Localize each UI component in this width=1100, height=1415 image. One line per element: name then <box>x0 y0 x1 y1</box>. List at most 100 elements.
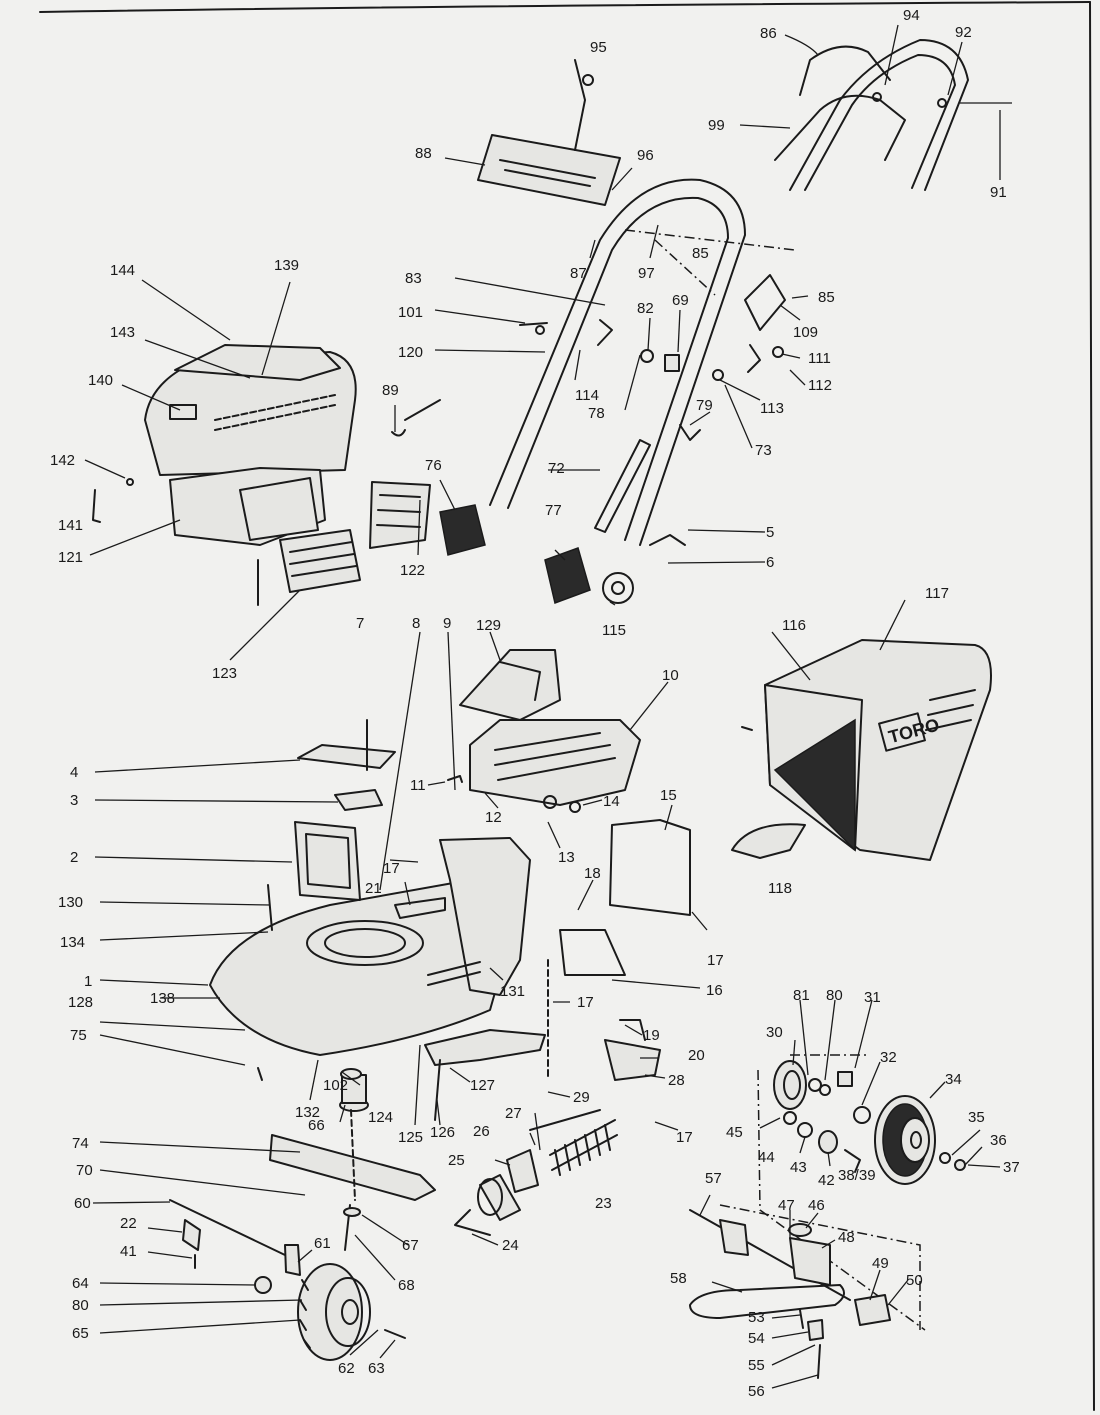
front-wheel-assembly <box>169 1199 406 1361</box>
part-label: 95 <box>590 39 607 56</box>
part-label: 80 <box>826 987 843 1004</box>
part-label: 130 <box>58 894 83 911</box>
part-label: 67 <box>402 1237 419 1254</box>
part-label: 61 <box>314 1235 331 1252</box>
part-label: 55 <box>748 1357 765 1374</box>
part-label: 83 <box>405 270 422 287</box>
part-label: 91 <box>990 184 1007 201</box>
part-label: 42 <box>818 1172 835 1189</box>
part-label: 89 <box>382 382 399 399</box>
part-label: 124 <box>368 1109 393 1126</box>
part-label: 31 <box>864 989 881 1006</box>
part-label: 78 <box>588 405 605 422</box>
part-label: 73 <box>755 442 772 459</box>
part-label: 60 <box>74 1195 91 1212</box>
part-label: 14 <box>603 793 620 810</box>
part-label: 26 <box>473 1123 490 1140</box>
part-label: 65 <box>72 1325 89 1342</box>
part-label: 134 <box>60 934 85 951</box>
part-label: 120 <box>398 344 423 361</box>
grass-catcher: TORO <box>731 639 992 861</box>
part-label: 127 <box>470 1077 495 1094</box>
part-label: 23 <box>595 1195 612 1212</box>
part-labels: 95 86 94 92 99 91 88 96 85 87 97 85 109 … <box>50 7 1020 1400</box>
part-label: 17 <box>676 1129 693 1146</box>
air-filter-parts <box>439 504 634 604</box>
part-label: 21 <box>365 880 382 897</box>
part-label: 94 <box>903 7 920 24</box>
part-label: 87 <box>570 265 587 282</box>
part-label: 70 <box>76 1162 93 1179</box>
part-label: 25 <box>448 1152 465 1169</box>
part-label: 24 <box>502 1237 519 1254</box>
part-label: 8 <box>412 615 420 632</box>
part-label: 141 <box>58 517 83 534</box>
part-label: 122 <box>400 562 425 579</box>
part-label: 12 <box>485 809 502 826</box>
part-label: 15 <box>660 787 677 804</box>
part-label: 66 <box>308 1117 325 1134</box>
part-label: 77 <box>545 502 562 519</box>
part-label: 19 <box>643 1027 660 1044</box>
control-bar <box>477 59 621 206</box>
part-label: 13 <box>558 849 575 866</box>
part-label: 4 <box>70 764 78 781</box>
rear-wheel-assembly <box>757 1054 966 1331</box>
part-label: 125 <box>398 1129 423 1146</box>
part-label: 17 <box>383 860 400 877</box>
part-label: 131 <box>500 983 525 1000</box>
page-frame <box>39 1 1095 1411</box>
part-label: 35 <box>968 1109 985 1126</box>
part-label: 96 <box>637 147 654 164</box>
blade-assembly <box>269 1068 436 1251</box>
drive-assembly <box>689 1204 921 1379</box>
part-label: 3 <box>70 792 78 809</box>
part-label: 20 <box>688 1047 705 1064</box>
part-label: 11 <box>410 777 426 794</box>
part-label: 72 <box>548 460 565 477</box>
lower-handle-assembly <box>391 178 796 546</box>
part-label: 47 <box>778 1197 795 1214</box>
part-label: 68 <box>398 1277 415 1294</box>
part-label: 92 <box>955 24 972 41</box>
part-label: 85 <box>818 289 835 306</box>
part-label: 36 <box>990 1132 1007 1149</box>
part-label: 28 <box>668 1072 685 1089</box>
part-label: 144 <box>110 262 135 279</box>
part-label: 6 <box>766 554 774 571</box>
part-label: 129 <box>476 617 501 634</box>
part-label: 143 <box>110 324 135 341</box>
part-label: 115 <box>602 622 626 639</box>
part-label: 29 <box>573 1089 590 1106</box>
part-label: 17 <box>707 952 724 969</box>
part-label: 114 <box>575 387 599 404</box>
part-label: 109 <box>793 324 818 341</box>
part-label: 50 <box>906 1272 923 1289</box>
part-label: 116 <box>782 617 806 634</box>
part-label: 76 <box>425 457 442 474</box>
part-label: 132 <box>295 1104 320 1121</box>
part-label: 74 <box>72 1135 89 1152</box>
part-label: 113 <box>760 400 784 417</box>
part-label: 46 <box>808 1197 825 1214</box>
part-label: 18 <box>584 865 601 882</box>
part-label: 82 <box>637 300 654 317</box>
part-label: 118 <box>768 880 792 897</box>
part-label: 22 <box>120 1215 137 1232</box>
part-label: 126 <box>430 1124 455 1141</box>
part-label: 41 <box>120 1243 137 1260</box>
part-label: 44 <box>758 1149 775 1166</box>
part-label: 80 <box>72 1297 89 1314</box>
part-label: 64 <box>72 1275 89 1292</box>
part-label: 85 <box>692 245 709 262</box>
part-label: 123 <box>212 665 237 682</box>
leader-lines <box>84 24 1001 1389</box>
part-label: 86 <box>760 25 777 42</box>
part-label: 17 <box>577 994 594 1011</box>
part-label: 57 <box>705 1170 722 1187</box>
part-label: 37 <box>1003 1159 1020 1176</box>
part-label: 58 <box>670 1270 687 1287</box>
part-label: 75 <box>70 1027 87 1044</box>
part-label: 63 <box>368 1360 385 1377</box>
